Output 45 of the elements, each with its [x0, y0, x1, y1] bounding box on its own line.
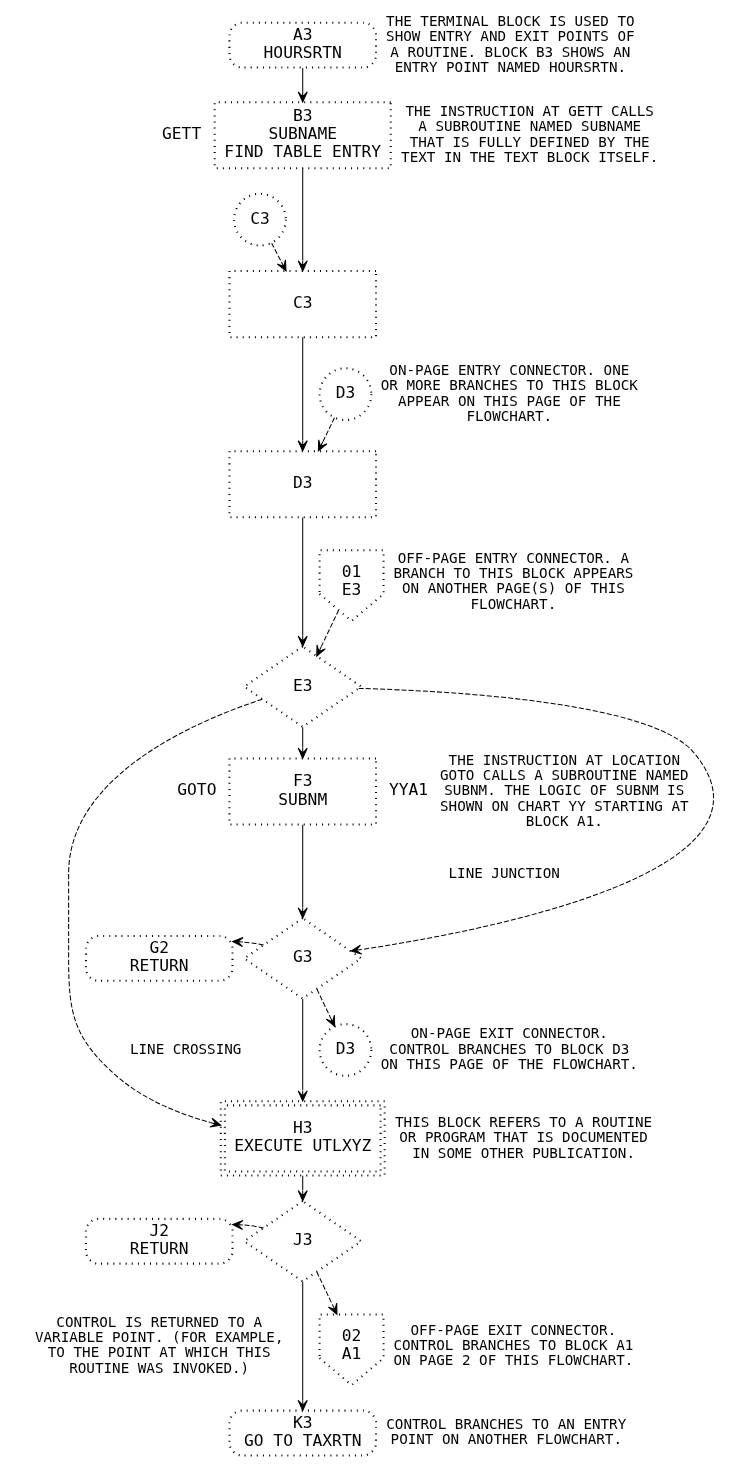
node-label: CONTROL BRANCHES TO AN ENTRY POINT ON ANOTHER FLOWCHART. [385, 1415, 626, 1447]
node-label: GETT [161, 123, 201, 143]
node-box: F3 SUBNM [227, 756, 377, 826]
node-circle: D3 [318, 366, 372, 421]
node-label: THE INSTRUCTION AT LOCATION GOTO CALLS A SUBROUTINE NAMED SUBNM. THE LOGIC OF SUBNM IS SHOWN ON CHART YY STARTING AT BLOCK A1. [439, 751, 689, 829]
node-box: H3 EXECUTE UTLXYZ [219, 1099, 386, 1177]
arrow [297, 1174, 308, 1201]
node-box: C3 [227, 269, 377, 338]
node-box: G2 RETURN [84, 934, 233, 982]
node-circle: C3 [232, 192, 287, 247]
node-label: THE INSTRUCTION AT GETT CALLS A SUBROUTINE NAMED SUBNAME THAT IS FULLY DEFINED BY THE TEXT IN THE TEXT BLOCK ITSELF. [400, 102, 658, 165]
node-circle: D3 [318, 1022, 372, 1077]
node-label: ON-PAGE ENTRY CONNECTOR. ONE OR MORE BRANCHES TO THIS BLOCK APPEAR ON THIS PAGE OF THE FLOWCHART. [380, 361, 638, 424]
node-box: J2 RETURN [84, 1217, 233, 1265]
node-label: ON-PAGE EXIT CONNECTOR. CONTROL BRANCHES TO BLOCK D3 ON THIS PAGE OF THE FLOWCHART. [380, 1024, 638, 1072]
node-label: THIS BLOCK REFERS TO A ROUTINE OR PROGRAM THAT IS DOCUMENTED IN SOME OTHER PUBLICATION. [394, 1113, 652, 1160]
arrow [297, 516, 308, 647]
node-box: K3 GO TO TAXRTN [227, 1409, 377, 1456]
arrow [297, 66, 308, 103]
arrow [297, 997, 308, 1102]
node-label: GOTO [176, 779, 216, 799]
arrow [231, 936, 264, 947]
label: LINE CROSSING [129, 1040, 241, 1057]
arrow [317, 416, 335, 451]
node-label: THE TERMINAL BLOCK IS USED TO SHOW ENTRY AND EXIT POINTS OF A ROUTINE. BLOCK B3 SHOWS AN ENTRY POINT NAMED HOURSRTN. [385, 12, 635, 75]
arrow [297, 726, 308, 759]
node-label: YYA1 [388, 779, 428, 799]
node-box: A3 HOURSRTN [227, 21, 377, 69]
arrow [297, 823, 308, 918]
arrow [297, 1280, 308, 1411]
arrow [270, 242, 287, 271]
arrow [315, 609, 339, 657]
arrow [297, 167, 308, 271]
arrow [297, 336, 308, 451]
node-box: D3 [227, 449, 377, 518]
label: LINE JUNCTION [448, 864, 560, 881]
node-label: CONTROL IS RETURNED TO A VARIABLE POINT. (FOR EXAMPLE, TO THE POINT AT WHICH THIS ROUTINE WAS INVOKED.) [34, 1313, 283, 1376]
node-label: OFF-PAGE ENTRY CONNECTOR. A BRANCH TO THIS BLOCK APPEARS ON ANOTHER PAGE(S) OF THIS FLOWCHART. [392, 549, 633, 612]
arrow [350, 687, 713, 955]
node-box: B3 SUBNAME FIND TABLE ENTRY [213, 100, 392, 169]
arrow [315, 988, 335, 1027]
arrow [231, 1219, 264, 1230]
arrow [315, 1271, 337, 1315]
node-label: OFF-PAGE EXIT CONNECTOR. CONTROL BRANCHES TO BLOCK A1 ON PAGE 2 OF THIS FLOWCHART. [392, 1321, 633, 1368]
arrow [67, 698, 263, 1128]
